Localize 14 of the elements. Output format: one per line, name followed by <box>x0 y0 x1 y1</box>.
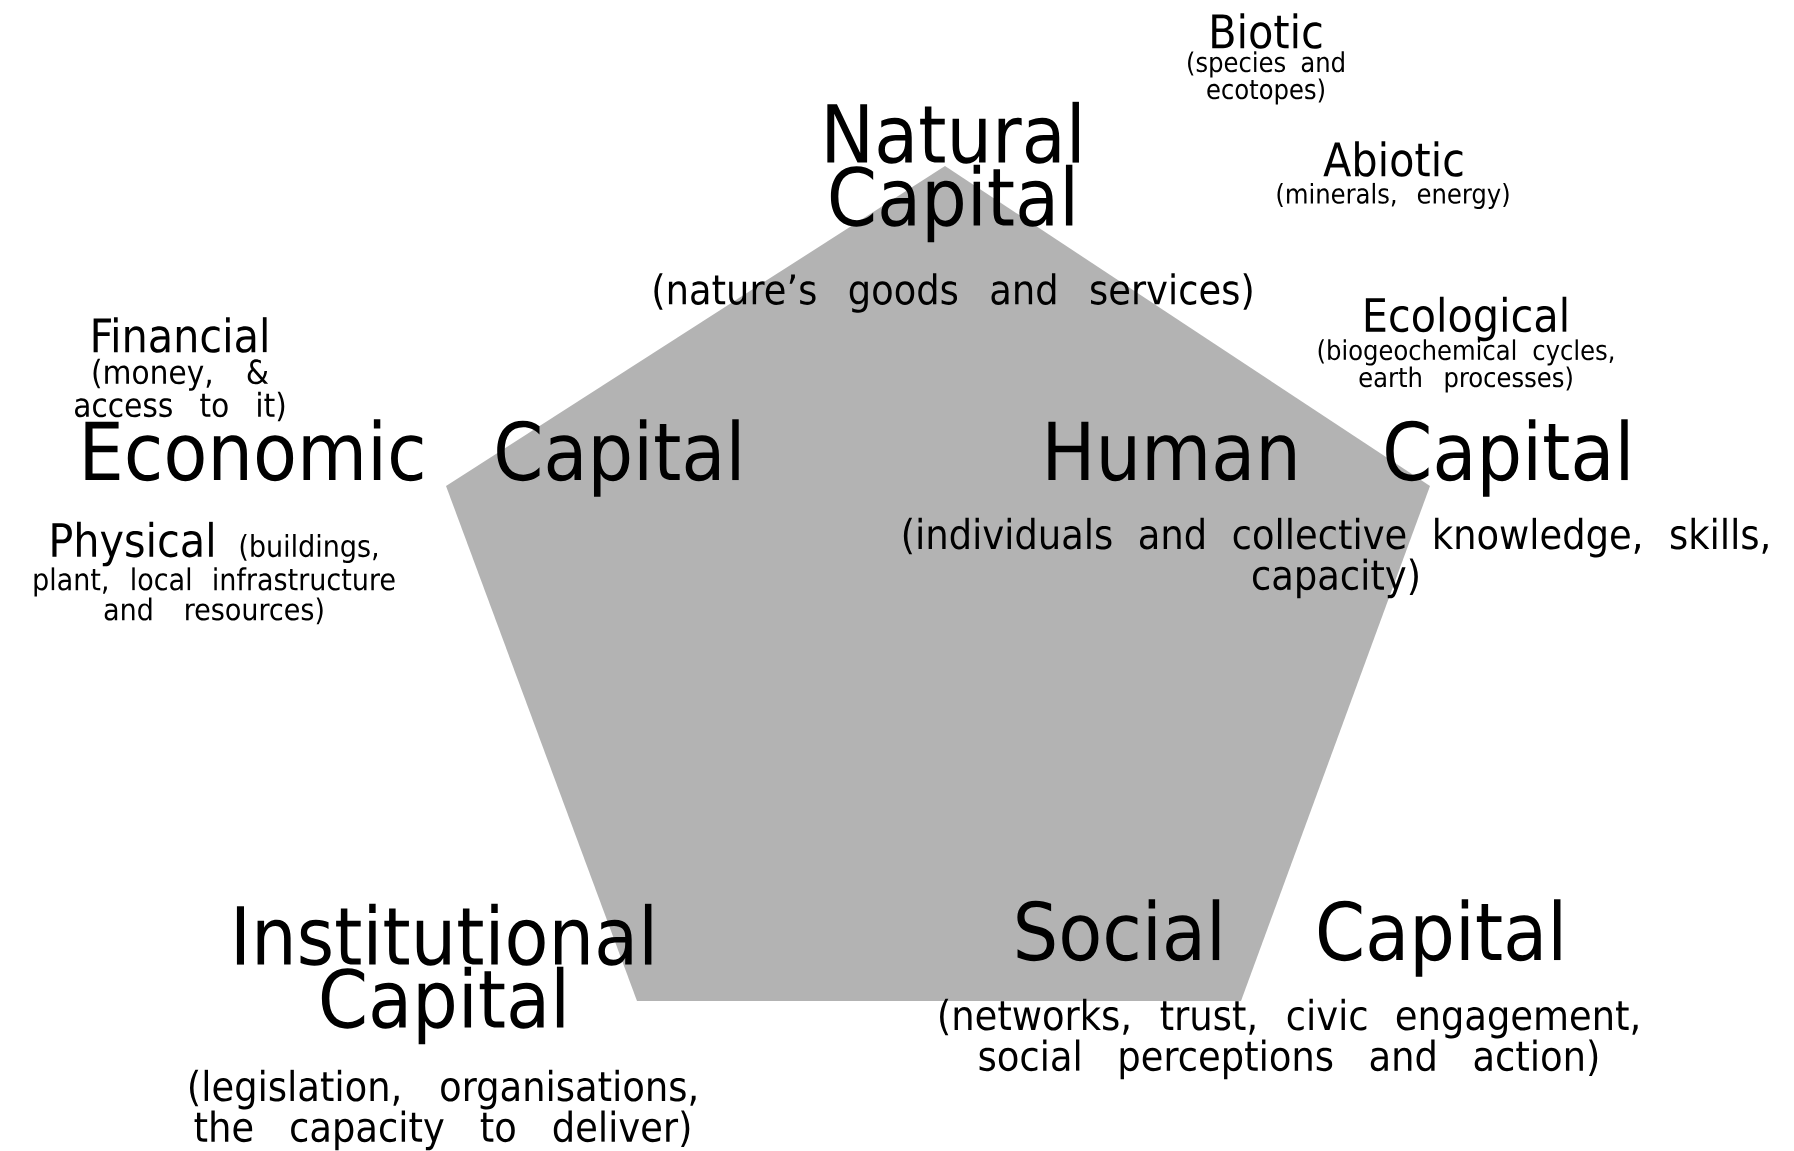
description-text: (networks, trust, civic engagement, social perceptions and action) <box>940 998 1638 1080</box>
heading-text: Abiotic <box>1323 141 1463 177</box>
description-text: (nature’s goods and services) <box>654 273 1252 313</box>
heading-text: Financial <box>93 317 267 353</box>
heading-text: Human Capital <box>1048 419 1628 497</box>
description-text: (minerals, energy) <box>1277 182 1509 210</box>
heading-text: Natural Capital <box>827 101 1079 243</box>
description-text: (individuals and collective knowledge, skills, capacity) <box>903 517 1768 599</box>
heading-text: Biotic <box>1212 13 1322 49</box>
description-text: (legislation, organisations, the capacity to deliver) <box>190 1069 696 1151</box>
description-text: (species and ecotopes) <box>1188 51 1344 105</box>
heading-text: Institutional Capital <box>236 903 652 1045</box>
description-text: Physical (buildings, plant, local infrastructure and resources) <box>34 521 395 625</box>
heading-text: Social Capital <box>1017 899 1561 977</box>
